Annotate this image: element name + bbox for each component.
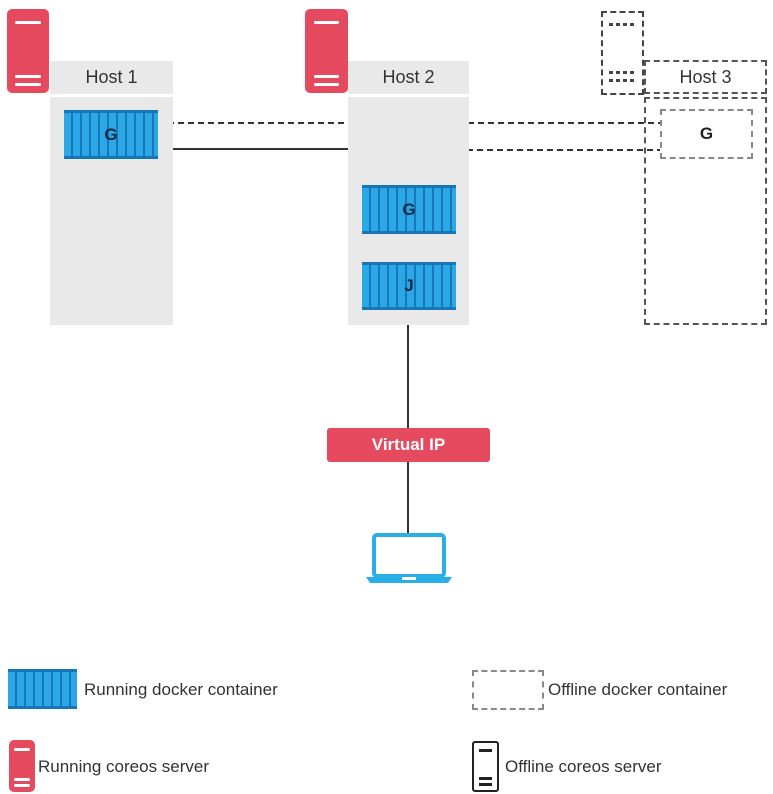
laptop-icon bbox=[366, 533, 452, 583]
legend-offline-server-icon bbox=[472, 741, 499, 792]
host2-container-j[interactable]: J bbox=[362, 262, 456, 310]
host3-label: Host 3 bbox=[644, 60, 767, 94]
legend-running-container-swatch bbox=[8, 669, 77, 709]
host2-container-g[interactable]: G bbox=[362, 185, 456, 234]
legend-offline-server-label: Offline coreos server bbox=[505, 757, 662, 776]
host1-label: Host 1 bbox=[50, 61, 173, 94]
legend-running-server-icon bbox=[9, 740, 35, 792]
legend-offline-container-swatch bbox=[472, 670, 544, 710]
host1-container-g[interactable]: G bbox=[64, 110, 158, 159]
host3-offline-server-icon bbox=[601, 11, 644, 95]
legend-running-container-label: Running docker container bbox=[84, 680, 278, 699]
host2-label: Host 2 bbox=[348, 61, 469, 94]
container-label: G bbox=[104, 124, 118, 144]
host2-server-icon bbox=[305, 9, 348, 93]
container-label: J bbox=[404, 276, 414, 295]
host3-offline-container-g[interactable]: G bbox=[660, 109, 753, 159]
container-label: G bbox=[699, 124, 714, 143]
container-label: G bbox=[402, 199, 416, 219]
virtual-ip-badge[interactable]: Virtual IP bbox=[327, 428, 490, 462]
host1-server-icon bbox=[7, 9, 49, 93]
host3-panel bbox=[644, 97, 767, 325]
legend-running-server-label: Running coreos server bbox=[38, 757, 210, 776]
legend-offline-container-label: Offline docker container bbox=[548, 680, 728, 699]
